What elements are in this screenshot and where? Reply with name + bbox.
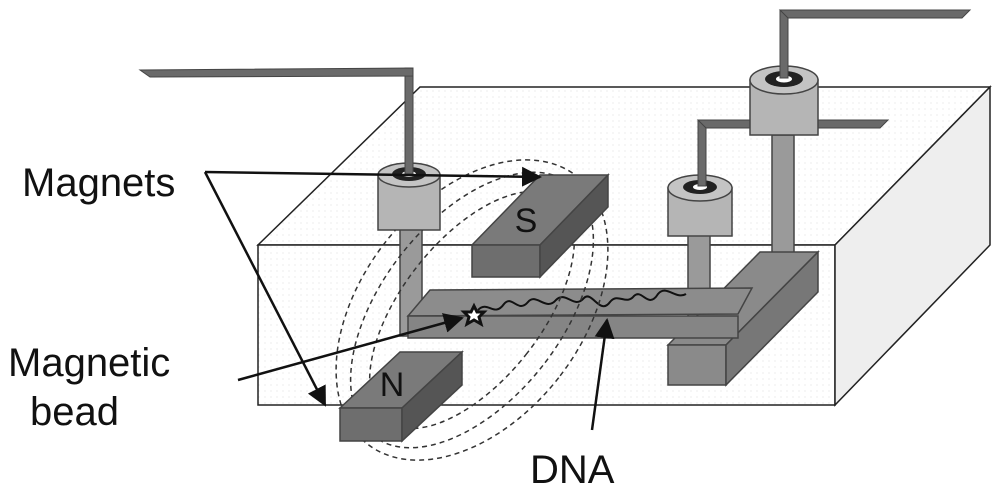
magnetic-bead-icon <box>460 302 488 328</box>
south-magnet-side <box>539 173 609 279</box>
dna-arrow <box>590 318 615 431</box>
south-pole-label: S <box>515 202 538 240</box>
box-right-face <box>834 85 991 407</box>
magnets-arrow-to-s <box>204 166 542 187</box>
magnets-arrow-to-n <box>203 171 327 407</box>
wire-right-vertical <box>779 9 789 79</box>
north-magnet-front <box>339 407 403 442</box>
bead-arrow <box>237 313 464 382</box>
outlet-tube-right <box>771 134 795 261</box>
dna-label: DNA <box>530 448 615 492</box>
north-pole-label: N <box>380 366 405 404</box>
wire-left-horizontal <box>138 67 414 78</box>
magnets-label: Magnets <box>22 161 176 205</box>
channel-end-block-front <box>667 344 727 386</box>
magnetic-label: Magnetic <box>8 341 171 385</box>
wire-left-vertical <box>404 67 414 175</box>
wire-right-horizontal <box>778 9 972 19</box>
dna-strand <box>477 289 687 311</box>
south-magnet-front <box>471 244 541 278</box>
channel-end-block-side <box>725 250 819 387</box>
wire-middle-vertical <box>697 119 707 187</box>
north-magnet-side <box>401 350 463 443</box>
bead-label: bead <box>30 390 119 434</box>
